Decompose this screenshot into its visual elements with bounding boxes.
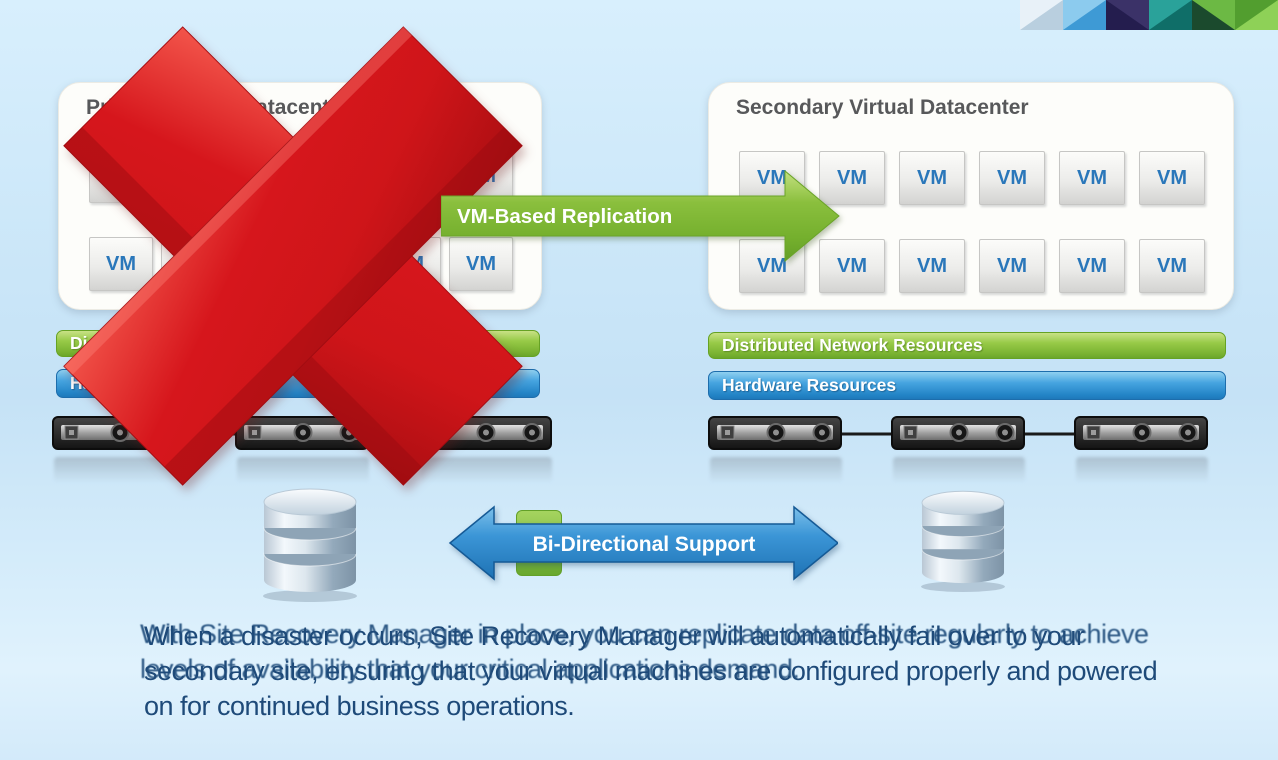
server-reflection [893,457,1025,483]
vm-label: VM [837,166,867,189]
vm-box: VM [89,237,153,291]
vm-label: VM [997,166,1027,189]
logo-square-5 [1192,0,1235,30]
storage-database-icon [921,490,1005,592]
server-reflection [710,457,842,483]
caption-overlay-b: When a disaster occurs, Site Recovery Ma… [144,621,1158,721]
vm-label: VM [1157,166,1187,189]
hardware-resources-bar-secondary: Hardware Resources [708,371,1226,400]
vm-box: VM [819,151,885,205]
server-rack-icon [708,416,842,450]
network-bar-label: Distributed Network Resources [722,335,983,355]
vm-box: VM [1059,151,1125,205]
vm-box: VM [449,237,513,291]
storage-database-icon [263,488,357,602]
vm-label: VM [466,252,496,275]
logo-square-1 [1020,0,1063,30]
secondary-panel-title: Secondary Virtual Datacenter [736,96,1029,119]
server-reflection [1076,457,1208,483]
vm-box: VM [1139,239,1205,293]
vm-box: VM [899,151,965,205]
vm-replication-arrow: VM-Based Replication [441,169,840,263]
vm-box: VM [979,239,1045,293]
vm-label: VM [757,166,787,189]
vm-box: VM [1059,239,1125,293]
logo-square-4 [1149,0,1192,30]
vm-label: VM [1077,254,1107,277]
server-reflection [420,457,552,483]
vm-label: VM [917,166,947,189]
hardware-bar-label: Hardware Resources [722,375,897,395]
server-rack-icon [891,416,1025,450]
logo-square-6 [1235,0,1278,30]
vm-label: VM [997,254,1027,277]
caption-overlay-a: With Site Recovery Manager in place, you… [140,619,1149,684]
server-rack-icon [1074,416,1208,450]
vm-label: VM [1077,166,1107,189]
logo-triangle-strip-icon [1020,0,1278,30]
vm-label: VM [837,254,867,277]
vm-box: VM [1139,151,1205,205]
vm-label: VM [757,254,787,277]
logo-square-3 [1106,0,1149,30]
vm-label: VM [917,254,947,277]
vm-box: VM [819,239,885,293]
bidirectional-support-arrow: Bi-Directional Support [448,505,838,581]
server-cluster-secondary [708,416,1208,450]
vm-label: VM [1157,254,1187,277]
server-rack-icon [235,416,369,450]
vm-box: VM [979,151,1045,205]
vm-label: VM [106,252,136,275]
server-reflection [237,457,369,483]
vm-box: VM [899,239,965,293]
logo-square-2 [1063,0,1106,30]
replication-arrow-label: VM-Based Replication [457,205,672,228]
failure-x-icon [63,26,523,486]
network-resources-bar-secondary: Distributed Network Resources [708,332,1226,359]
bidirectional-arrow-label: Bi-Directional Support [533,533,756,556]
